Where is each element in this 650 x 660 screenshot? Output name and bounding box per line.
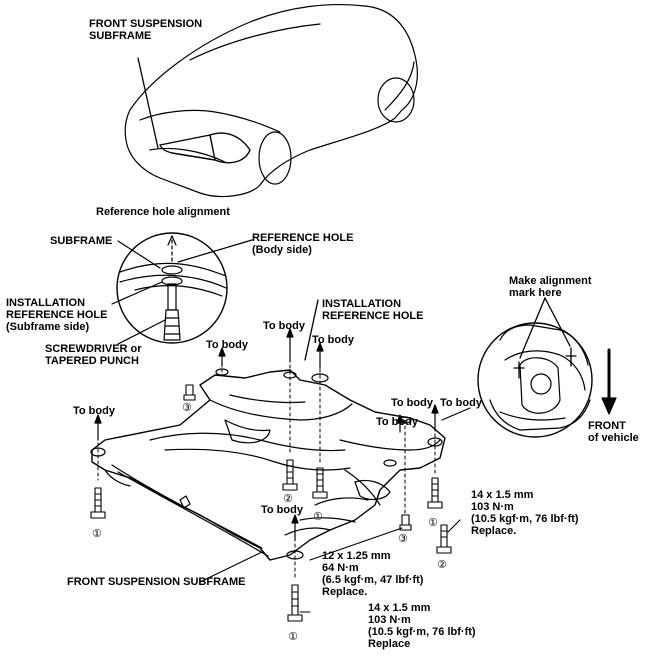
leader-subframe-top <box>137 57 159 149</box>
label-to-body-right-b: To body <box>440 397 482 409</box>
label-front-of-vehicle: FRONT of vehicle <box>588 420 639 444</box>
leader-spec-mid <box>309 527 403 561</box>
label-front-suspension-subframe-bottom: FRONT SUSPENSION SUBFRAME <box>67 576 246 588</box>
to-body-arrows <box>94 299 471 541</box>
callout-three-right-center: ③ <box>398 532 408 545</box>
leader-install-ref-left <box>111 281 163 305</box>
label-screwdriver: SCREWDRIVER or TAPERED PUNCH <box>45 343 142 367</box>
alignment-mark-magnifier <box>477 322 593 438</box>
label-to-body-upper-left: To body <box>206 339 248 351</box>
label-to-body-left: To body <box>73 405 115 417</box>
spec-mid-bolt: 12 x 1.25 mm 64 N·m (6.5 kgf·m, 47 lbf·f… <box>322 550 424 598</box>
label-to-body-center-top: To body <box>263 320 305 332</box>
leader-alignment-b <box>544 297 571 347</box>
leader-subframe-bottom <box>199 551 263 583</box>
callout-two-center: ② <box>283 492 293 505</box>
front-arrow <box>601 348 617 415</box>
callout-one-bottom: ① <box>288 630 298 643</box>
label-make-alignment-mark: Make alignment mark here <box>509 275 592 299</box>
label-front-suspension-subframe-top: FRONT SUSPENSION SUBFRAME <box>89 18 203 42</box>
leader-alignment-a <box>519 297 546 359</box>
callout-two-right: ② <box>437 558 447 571</box>
leader-reference-hole <box>177 239 253 263</box>
callout-one-left: ① <box>92 527 102 540</box>
subframe-body <box>90 368 446 561</box>
leader-screwdriver <box>117 319 166 345</box>
label-subframe: SUBFRAME <box>50 235 113 247</box>
reference-hole-magnifier <box>116 232 228 344</box>
spec-right-bolt: 14 x 1.5 mm 103 N·m (10.5 kgf·m, 76 lbf·… <box>471 489 579 537</box>
callout-one-right: ① <box>428 516 438 529</box>
vehicle-outline <box>124 3 418 198</box>
label-to-body-right-c: To body <box>376 416 418 428</box>
label-installation-reference-hole-left: INSTALLATION REFERENCE HOLE (Subframe si… <box>6 297 108 333</box>
label-reference-hole: REFERENCE HOLE (Body side) <box>252 232 354 256</box>
label-to-body-center-right: To body <box>312 334 354 346</box>
label-to-body-bottom: To body <box>261 504 303 516</box>
leader-spec-right <box>447 519 461 533</box>
label-reference-hole-alignment: Reference hole alignment <box>96 206 230 218</box>
spec-bottom-bolt: 14 x 1.5 mm 103 N·m (10.5 kgf·m, 76 lbf·… <box>368 602 476 650</box>
callout-one-center: ① <box>313 510 323 523</box>
leader-subframe <box>117 240 161 269</box>
bolts <box>90 384 452 622</box>
callout-three-upper-left: ③ <box>182 401 192 414</box>
label-to-body-right-a: To body <box>391 397 433 409</box>
label-installation-reference-hole-mid: INSTALLATION REFERENCE HOLE <box>322 298 424 322</box>
